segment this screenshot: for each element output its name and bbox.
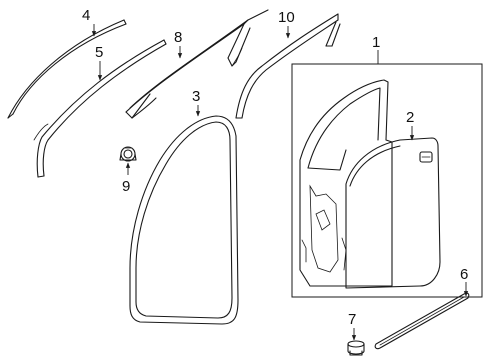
callout-4: 4	[82, 7, 90, 24]
part-6-lower-molding	[374, 292, 470, 350]
callout-10: 10	[278, 9, 295, 26]
part-10-pillar-molding	[235, 13, 341, 119]
callout-8: 8	[174, 29, 182, 46]
callout-5: 5	[95, 44, 103, 61]
callout-6: 6	[460, 266, 468, 283]
part-7-clip	[347, 340, 365, 356]
callout-7: 7	[348, 311, 356, 328]
part-1-door-shell	[299, 79, 393, 287]
part-4-roof-molding	[7, 19, 127, 119]
part-3-weatherstrip	[129, 115, 239, 325]
part-9-clip	[119, 146, 137, 162]
part-8-frame-molding	[125, 9, 269, 119]
callout-2: 2	[406, 109, 414, 126]
part-5-roof-molding	[33, 39, 167, 178]
callout-9: 9	[122, 178, 130, 195]
part-2-outer-panel	[345, 137, 441, 289]
callout-3: 3	[192, 88, 200, 105]
part-1-assembly-box	[291, 63, 483, 298]
callout-1: 1	[372, 34, 380, 51]
